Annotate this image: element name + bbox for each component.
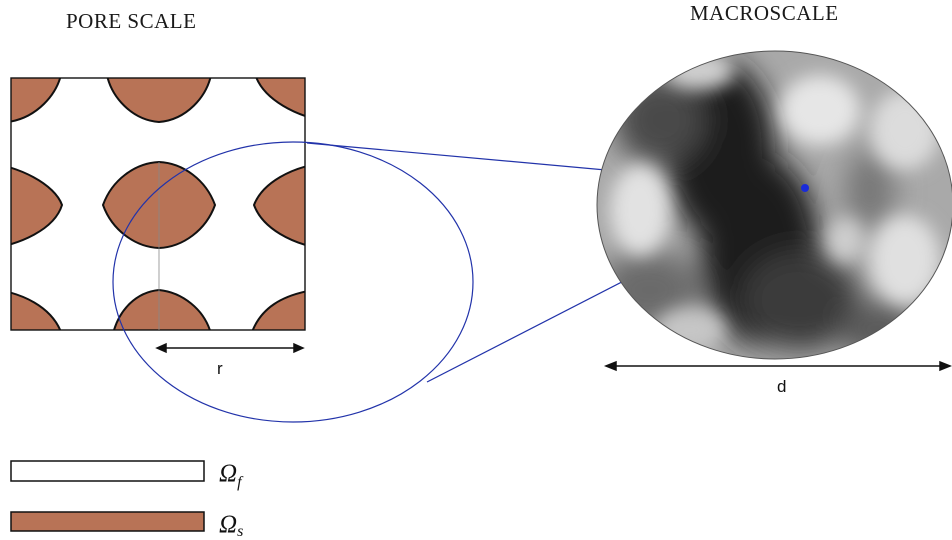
- solid-grain: [252, 165, 305, 246]
- pore-length-arrow: [155, 342, 305, 354]
- macro-length-arrow: [603, 360, 952, 372]
- legend-fluid-swatch: [10, 460, 205, 482]
- solid-grain: [251, 290, 305, 330]
- pore-length-label: r: [217, 359, 223, 378]
- legend: Ωf Ωs: [10, 460, 244, 540]
- pore-scale-title: PORE SCALE: [66, 9, 197, 33]
- solid-grain: [106, 78, 212, 124]
- legend-fluid-label: Ωf: [219, 460, 244, 491]
- pore-scale-cell: [10, 77, 306, 331]
- zoom-focus-point: [801, 184, 809, 192]
- legend-solid-label: Ωs: [219, 511, 243, 540]
- solid-grain: [255, 78, 305, 117]
- solid-grain: [11, 166, 64, 246]
- solid-grain: [11, 291, 62, 330]
- macro-length-label: d: [777, 377, 786, 396]
- macroscale-sample: [596, 50, 952, 360]
- legend-solid-swatch: [10, 511, 205, 532]
- macroscale-title: MACROSCALE: [690, 1, 839, 25]
- solid-grain: [11, 78, 62, 123]
- pore-cell-border: [10, 77, 306, 331]
- zoom-ellipse: [112, 141, 474, 423]
